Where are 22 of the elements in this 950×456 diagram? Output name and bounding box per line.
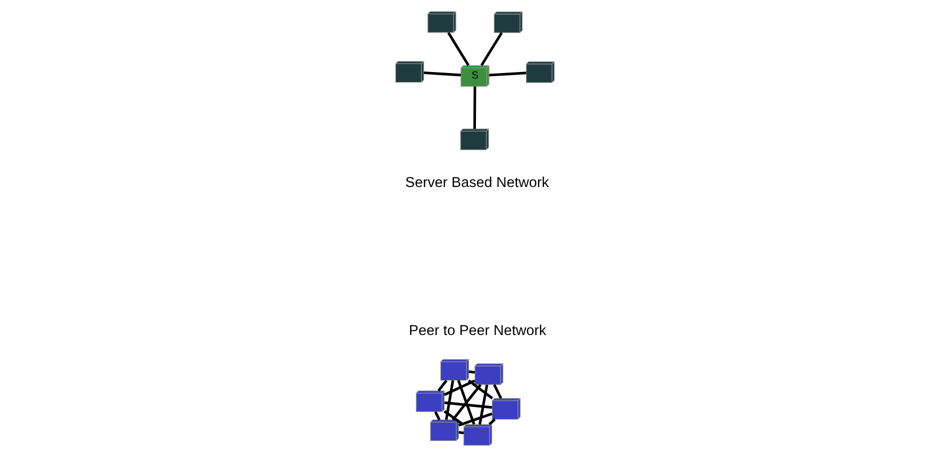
connector <box>488 418 496 425</box>
connector <box>480 32 503 66</box>
connector <box>458 412 492 426</box>
connector <box>458 430 464 434</box>
connector <box>478 384 488 424</box>
connector <box>457 379 476 424</box>
connector <box>434 410 441 420</box>
connector <box>444 379 476 396</box>
connector <box>489 71 526 76</box>
connector <box>444 400 492 408</box>
label: Peer to Peer Network <box>408 322 546 339</box>
connector <box>445 380 454 420</box>
connector <box>444 410 464 426</box>
connector <box>493 384 502 398</box>
connector <box>473 86 476 128</box>
connector <box>468 370 475 374</box>
connector <box>438 379 448 391</box>
connector <box>452 383 482 420</box>
connector <box>424 70 461 76</box>
connector <box>468 379 494 399</box>
label: Server Based Network <box>405 174 549 190</box>
connector <box>447 32 470 66</box>
